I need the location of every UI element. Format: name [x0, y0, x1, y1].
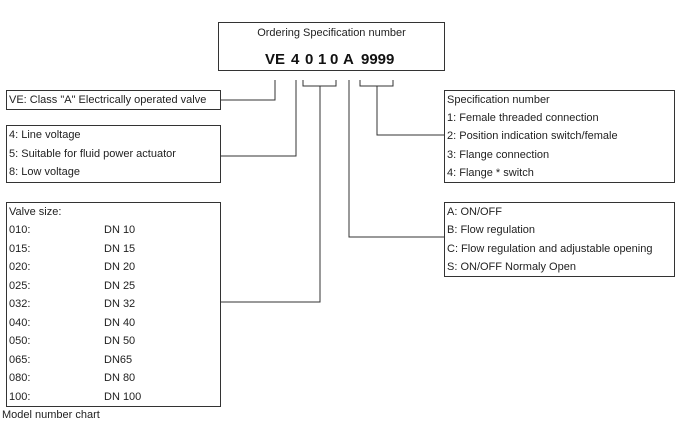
connector-spec	[359, 80, 394, 87]
valve-size-box: Valve size: 010: DN 10 015: DN 15 020: D…	[6, 202, 221, 407]
voltage-item: 8: Low voltage	[9, 166, 80, 178]
size-code: 065:	[9, 354, 31, 366]
size-dn: DN 25	[104, 280, 136, 292]
code-letter-function: A	[343, 51, 354, 68]
function-item: A: ON/OFF	[447, 206, 502, 218]
connector-spec-down	[376, 86, 444, 136]
size-dn: DN 15	[104, 243, 136, 255]
size-dn: DN 32	[104, 298, 136, 310]
ordering-spec-box: Ordering Specification number	[218, 22, 445, 71]
size-dn: DN 10	[104, 224, 136, 236]
connector-ve	[221, 80, 276, 101]
spec-item: 1: Female threaded connection	[447, 112, 599, 124]
size-code: 050:	[9, 335, 31, 347]
spec-item: 4: Flange * switch	[447, 167, 534, 179]
size-code: 080:	[9, 372, 31, 384]
code-digit-size-2: 1	[318, 51, 327, 68]
connector-size-down	[221, 86, 321, 303]
valve-size-title: Valve size:	[9, 206, 62, 218]
size-dn: DN65	[104, 354, 133, 366]
spec-item: 3: Flange connection	[447, 149, 550, 161]
ordering-spec-title: Ordering Specification number	[257, 27, 406, 39]
spec-item: 2: Position indication switch/female	[447, 130, 618, 142]
connector-size	[302, 80, 337, 87]
size-dn: DN 100	[104, 391, 142, 403]
size-dn: DN 20	[104, 261, 136, 273]
size-code: 025:	[9, 280, 31, 292]
connector-voltage	[221, 80, 297, 157]
size-code: 100:	[9, 391, 31, 403]
code-prefix: VE	[265, 51, 286, 68]
size-code: 040:	[9, 317, 31, 329]
connector-function	[348, 80, 444, 238]
size-dn: DN 50	[104, 335, 136, 347]
spec-title: Specification number	[447, 94, 550, 106]
size-dn: DN 40	[104, 317, 136, 329]
ve-class-box: VE: Class "A" Electrically operated valv…	[6, 90, 221, 110]
spec-number-box: Specification number 1: Female threaded …	[444, 90, 675, 183]
function-item: B: Flow regulation	[447, 224, 536, 236]
code-spec-number: 9999	[361, 51, 395, 68]
size-code: 015:	[9, 243, 31, 255]
caption: Model number chart	[2, 409, 100, 421]
ve-class-text: VE: Class "A" Electrically operated valv…	[9, 94, 207, 106]
size-code: 010:	[9, 224, 31, 236]
code-digit-voltage: 4	[291, 51, 300, 68]
voltage-box: 4: Line voltage 5: Suitable for fluid po…	[6, 125, 221, 183]
voltage-item: 4: Line voltage	[9, 129, 81, 141]
voltage-item: 5: Suitable for fluid power actuator	[9, 148, 176, 160]
size-code: 032:	[9, 298, 31, 310]
function-item: S: ON/OFF Normaly Open	[447, 261, 576, 273]
size-dn: DN 80	[104, 372, 136, 384]
function-item: C: Flow regulation and adjustable openin…	[447, 243, 653, 255]
size-code: 020:	[9, 261, 31, 273]
code-digit-size-1: 0	[305, 51, 314, 68]
function-box: A: ON/OFF B: Flow regulation C: Flow reg…	[444, 202, 675, 277]
code-digit-size-3: 0	[330, 51, 339, 68]
